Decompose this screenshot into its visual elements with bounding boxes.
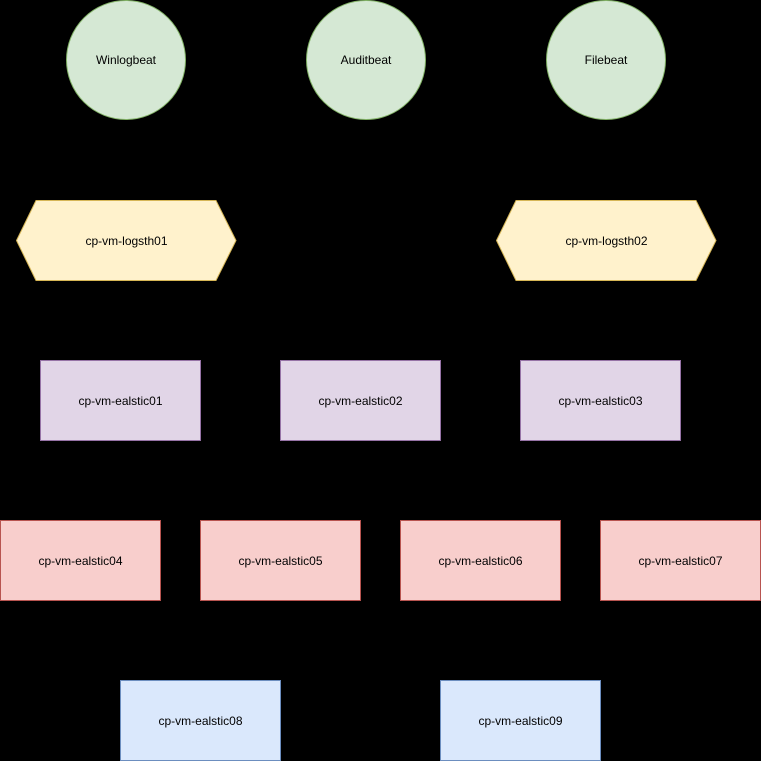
beat-node-filebeat[interactable]: Filebeat <box>546 0 666 120</box>
node-label: cp-vm-ealstic09 <box>478 713 563 728</box>
elastic-node-06[interactable]: cp-vm-ealstic06 <box>400 520 561 601</box>
node-label: cp-vm-logsth02 <box>565 233 648 248</box>
node-label: cp-vm-logsth01 <box>85 233 168 248</box>
node-label: cp-vm-ealstic07 <box>638 553 723 568</box>
node-label: cp-vm-ealstic01 <box>78 393 163 408</box>
elastic-node-04[interactable]: cp-vm-ealstic04 <box>0 520 161 601</box>
node-label: Winlogbeat <box>95 53 157 67</box>
beat-node-winlogbeat[interactable]: Winlogbeat <box>66 0 186 120</box>
node-label: Filebeat <box>584 53 628 67</box>
node-label: cp-vm-ealstic05 <box>238 553 323 568</box>
elastic-node-09[interactable]: cp-vm-ealstic09 <box>440 680 601 761</box>
hexagon-shape <box>16 200 237 281</box>
elastic-node-07[interactable]: cp-vm-ealstic07 <box>600 520 761 601</box>
beat-node-auditbeat[interactable]: Auditbeat <box>306 0 426 120</box>
elastic-node-02[interactable]: cp-vm-ealstic02 <box>280 360 441 441</box>
node-label: cp-vm-ealstic04 <box>38 553 123 568</box>
node-label: cp-vm-ealstic03 <box>558 393 643 408</box>
elastic-node-01[interactable]: cp-vm-ealstic01 <box>40 360 201 441</box>
logstash-node-01[interactable]: cp-vm-logsth01 <box>16 200 237 281</box>
node-label: cp-vm-ealstic08 <box>158 713 243 728</box>
node-label: cp-vm-ealstic06 <box>438 553 523 568</box>
elastic-node-05[interactable]: cp-vm-ealstic05 <box>200 520 361 601</box>
elastic-node-08[interactable]: cp-vm-ealstic08 <box>120 680 281 761</box>
node-label: cp-vm-ealstic02 <box>318 393 403 408</box>
elastic-node-03[interactable]: cp-vm-ealstic03 <box>520 360 681 441</box>
hexagon-shape <box>496 200 717 281</box>
logstash-node-02[interactable]: cp-vm-logsth02 <box>496 200 717 281</box>
node-label: Auditbeat <box>340 53 392 67</box>
